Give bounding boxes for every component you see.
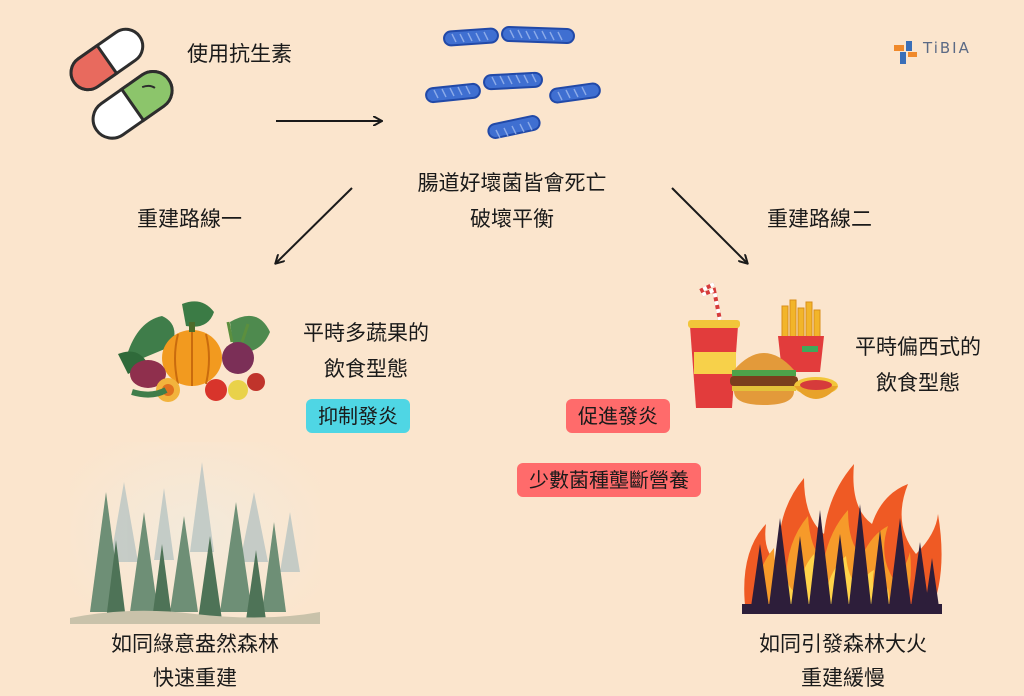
tibia-logo: TiBIA: [893, 40, 971, 66]
route-one-label: 重建路線一: [137, 207, 242, 231]
route-two-diet: 平時偏西式的 飲食型態: [838, 332, 998, 398]
capsule-pills-icon: [69, 27, 174, 140]
route-one-diet-line1: 平時多蔬果的: [303, 321, 429, 345]
logo-wordmark: TiBIA: [923, 39, 971, 57]
route-two-tag-nutrient-monopoly: 少數菌種壟斷營養: [517, 463, 701, 497]
route-one-outcome-line1: 如同綠意盎然森林: [111, 632, 279, 656]
route-one-outcome-line2: 快速重建: [153, 666, 237, 690]
route-two-outcome-line1: 如同引發森林大火: [759, 632, 927, 656]
center-result-line1: 腸道好壞菌皆會死亡: [417, 171, 607, 195]
route-two-diet-line2: 飲食型態: [876, 371, 960, 395]
fast-food-icon: [688, 282, 838, 408]
vegetables-icon: [118, 301, 270, 402]
bacteria-icon: [425, 25, 601, 139]
route-one-diet-line2: 飲食型態: [324, 357, 408, 381]
forest-fire-icon: [742, 464, 942, 614]
arrow-route-one: [276, 187, 353, 263]
route-one-diet: 平時多蔬果的 飲食型態: [286, 318, 446, 384]
center-result: 腸道好壞菌皆會死亡 破壞平衡: [372, 168, 652, 234]
tibia-logo-icon: [894, 41, 917, 64]
green-forest-icon: [70, 442, 320, 624]
route-two-label: 重建路線二: [767, 207, 872, 231]
arrow-route-two: [671, 187, 747, 263]
route-one-tag-inhibit-inflammation: 抑制發炎: [306, 399, 410, 433]
route-two-tag-promote-inflammation: 促進發炎: [566, 399, 670, 433]
route-two-outcome: 如同引發森林大火 重建緩慢: [728, 629, 958, 693]
route-two-diet-line1: 平時偏西式的: [855, 335, 981, 359]
antibiotics-label: 使用抗生素: [187, 42, 292, 66]
route-one-outcome: 如同綠意盎然森林 快速重建: [60, 629, 330, 693]
center-result-line2: 破壞平衡: [470, 207, 554, 231]
route-two-outcome-line2: 重建緩慢: [801, 666, 885, 690]
